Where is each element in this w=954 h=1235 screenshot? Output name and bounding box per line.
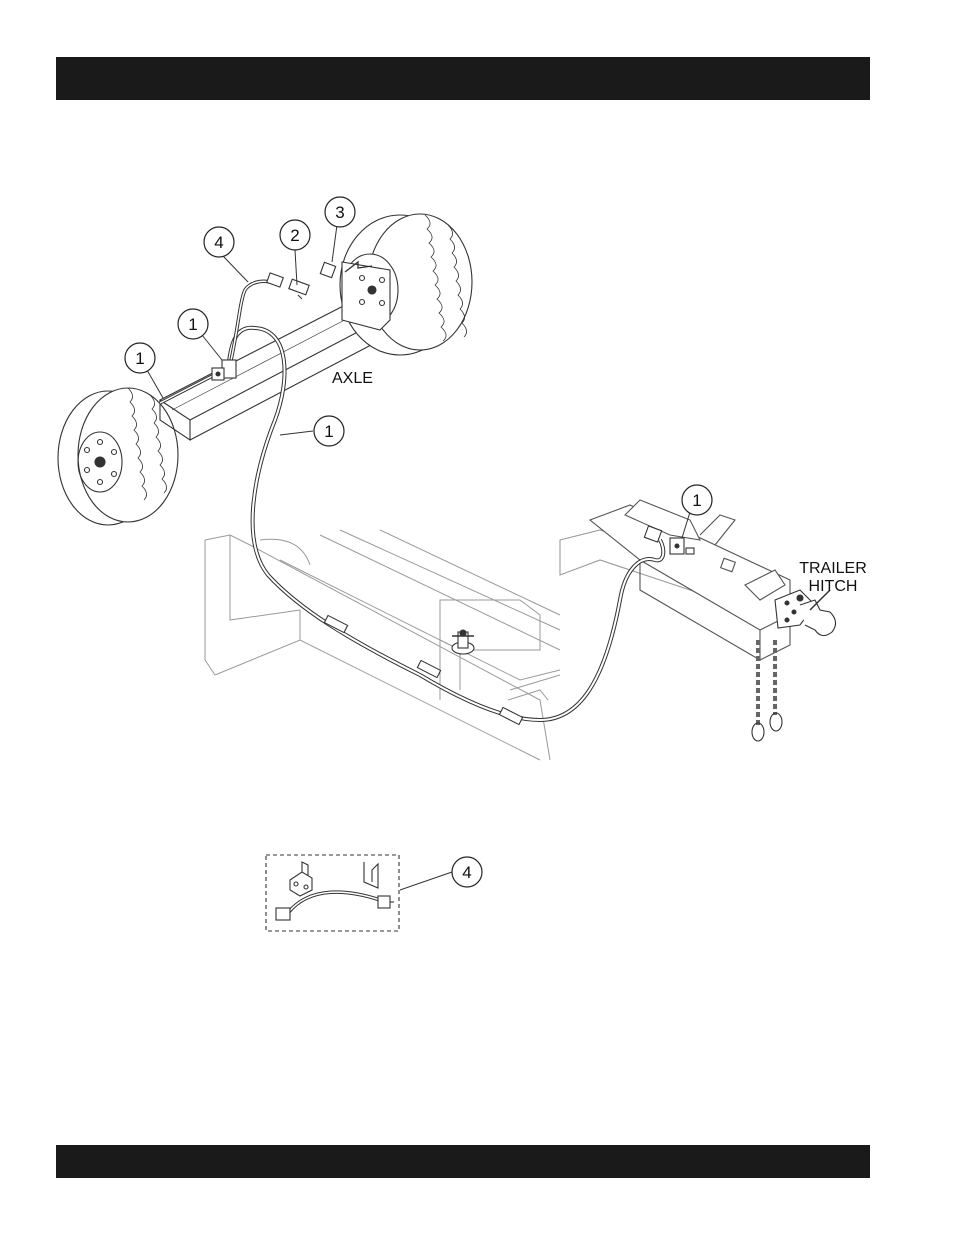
callout-1-left: 1 — [125, 343, 155, 373]
axle-label: AXLE — [332, 370, 373, 387]
callout-1-middle: 1 — [314, 416, 344, 446]
tee-bracket — [212, 360, 236, 380]
svg-text:1: 1 — [692, 491, 701, 510]
callout-2: 2 — [280, 220, 310, 250]
trailer-label: TRAILER — [799, 560, 867, 577]
drain-valve — [452, 630, 474, 654]
svg-text:3: 3 — [335, 203, 344, 222]
callout-4-top: 4 — [204, 227, 234, 257]
trailer-frame — [205, 530, 560, 760]
svg-text:1: 1 — [324, 422, 333, 441]
svg-text:4: 4 — [214, 233, 223, 252]
svg-text:2: 2 — [290, 226, 299, 245]
svg-text:1: 1 — [188, 315, 197, 334]
svg-text:1: 1 — [135, 349, 144, 368]
callout-4-inset: 4 — [452, 857, 482, 887]
safety-chains — [752, 640, 782, 741]
footer-bar — [56, 1145, 870, 1178]
trailer-tongue — [560, 500, 790, 660]
right-wheel — [340, 214, 472, 355]
hose-fittings — [267, 262, 336, 299]
callout-3: 3 — [325, 197, 355, 227]
kit-inset — [266, 855, 399, 931]
svg-text:4: 4 — [462, 863, 471, 882]
coupler — [775, 590, 836, 636]
callout-1-hitch: 1 — [682, 485, 712, 515]
hitch-label: HITCH — [809, 578, 858, 595]
callout-1-bracket: 1 — [178, 309, 208, 339]
